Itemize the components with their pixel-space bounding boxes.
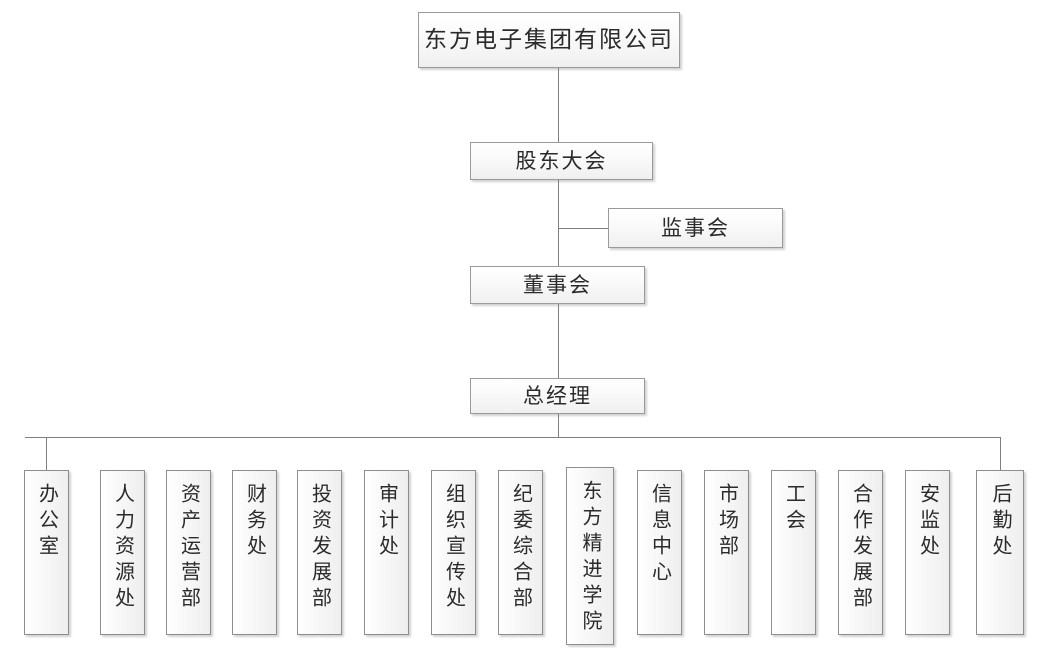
node-board-of-supervisors[interactable]: 监事会: [608, 208, 783, 248]
node-company[interactable]: 东方电子集团有限公司: [418, 12, 680, 68]
node-department-label: 组织宣传处: [442, 483, 465, 613]
connector-bus-drop-left: [46, 437, 47, 470]
node-department-organization-publicity[interactable]: 组织宣传处: [431, 470, 476, 635]
node-department-label: 安监处: [916, 483, 939, 561]
node-department-human-resources[interactable]: 人力资源处: [100, 470, 145, 635]
node-department-safety-supervision[interactable]: 安监处: [905, 470, 950, 635]
node-department-label: 市场部: [715, 483, 738, 561]
connector-department-bus: [25, 437, 1000, 438]
connector-company-to-shareholders: [558, 68, 559, 142]
node-department-discipline-inspection[interactable]: 纪委综合部: [498, 470, 543, 635]
node-general-manager[interactable]: 总经理: [470, 378, 645, 414]
node-department-investment-development[interactable]: 投资发展部: [297, 470, 342, 635]
node-department-label: 东方精进学院: [579, 480, 601, 636]
node-department-cooperation-development[interactable]: 合作发展部: [838, 470, 883, 635]
node-company-label: 东方电子集团有限公司: [424, 26, 674, 52]
node-department-label: 审计处: [375, 483, 398, 561]
node-department-label: 合作发展部: [849, 483, 872, 613]
connector-shareholders-to-supervisors: [558, 228, 608, 229]
node-department-finance[interactable]: 财务处: [232, 470, 277, 635]
node-department-label: 财务处: [243, 483, 266, 561]
node-department-label: 信息中心: [648, 483, 671, 587]
node-department-logistics[interactable]: 后勤处: [976, 470, 1024, 635]
node-board-of-directors[interactable]: 董事会: [470, 266, 645, 304]
connector-shareholders-trunk: [558, 180, 559, 266]
node-department-label: 工会: [782, 483, 805, 535]
node-department-label: 资产运营部: [177, 483, 200, 613]
node-department-label: 投资发展部: [308, 483, 331, 613]
node-board-of-directors-label: 董事会: [523, 272, 592, 297]
node-department-audit[interactable]: 审计处: [364, 470, 409, 635]
node-department-office[interactable]: 办公室: [24, 470, 69, 635]
node-department-label: 纪委综合部: [509, 483, 532, 613]
connector-bus-drop-right: [1000, 437, 1001, 470]
connector-manager-to-bus: [558, 414, 559, 437]
node-department-labor-union[interactable]: 工会: [771, 470, 816, 635]
node-department-asset-operations[interactable]: 资产运营部: [166, 470, 211, 635]
node-department-information-center[interactable]: 信息中心: [637, 470, 682, 635]
node-department-marketing[interactable]: 市场部: [704, 470, 749, 635]
connector-directors-to-manager: [558, 304, 559, 378]
node-shareholders-meeting[interactable]: 股东大会: [470, 142, 653, 180]
node-board-of-supervisors-label: 监事会: [661, 215, 730, 240]
node-general-manager-label: 总经理: [523, 383, 592, 408]
node-department-dongfang-academy[interactable]: 东方精进学院: [566, 467, 614, 645]
node-department-label: 后勤处: [989, 483, 1011, 561]
node-department-label: 人力资源处: [111, 483, 134, 613]
node-shareholders-meeting-label: 股东大会: [515, 148, 608, 173]
node-department-label: 办公室: [35, 483, 58, 561]
